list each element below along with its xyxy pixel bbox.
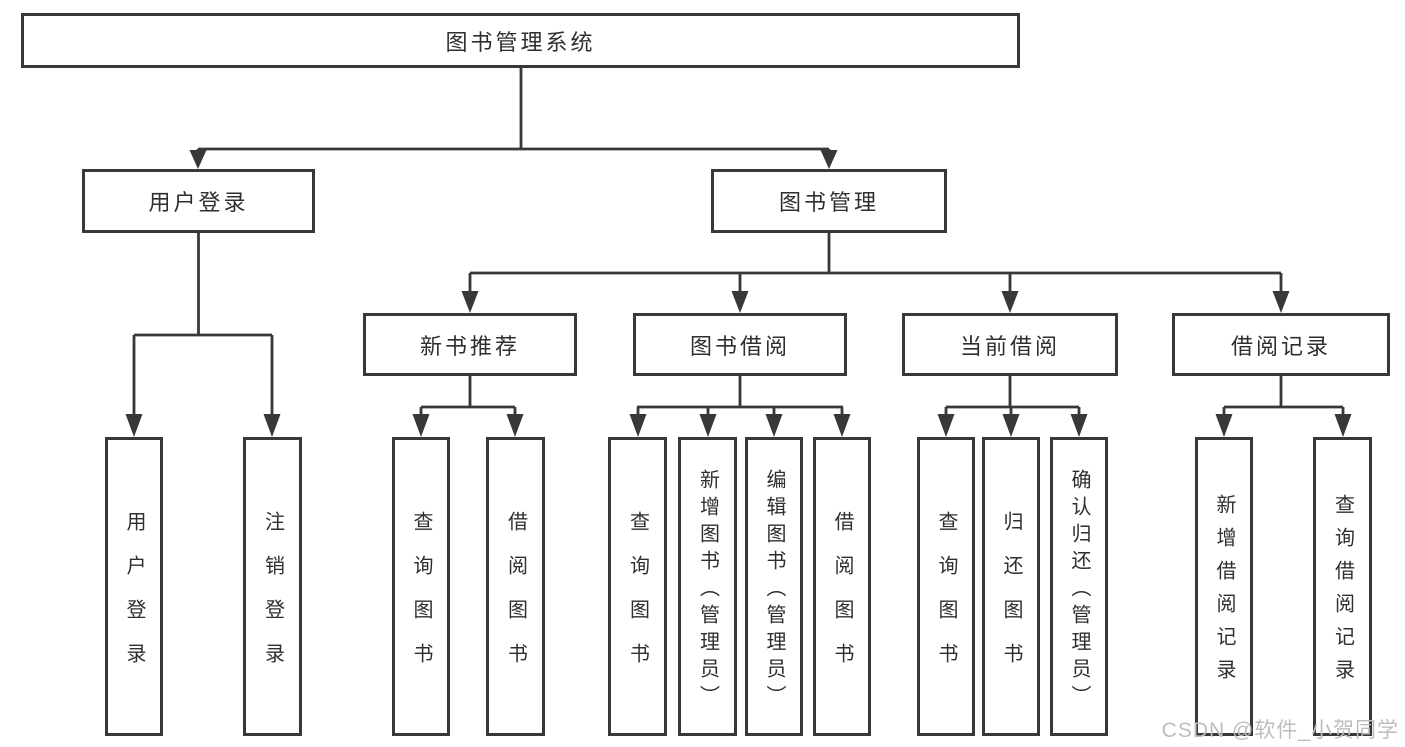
watermark: CSDN @软件_小贺同学	[1161, 719, 1399, 742]
arrowhead-icon	[506, 414, 524, 437]
leaf-label: 注销登录	[261, 510, 284, 687]
node-book-management: 图书管理	[711, 169, 947, 233]
leaf-borrow-books: 借阅图书	[813, 437, 871, 736]
leaf-borrow-books-recommend: 借阅图书	[486, 437, 545, 736]
node-new-book-recommend: 新书推荐	[363, 313, 577, 376]
arrowhead-icon	[1334, 414, 1352, 437]
leaf-label: 查询图书	[935, 510, 957, 687]
leaf-add-book-admin: 新增图书（管理员）	[678, 437, 737, 736]
node-label: 图书管理	[778, 190, 879, 215]
node-label: 图书借阅	[689, 333, 790, 359]
leaf-add-borrow-record: 新增借阅记录	[1195, 437, 1253, 736]
arrowhead-icon	[461, 291, 479, 313]
arrowhead-icon	[1070, 414, 1088, 437]
arrowhead-icon	[189, 150, 207, 169]
leaf-query-books-borrow: 查询图书	[608, 437, 667, 736]
connector-borrow-records-children	[1222, 376, 1345, 418]
leaf-label: 借阅图书	[831, 510, 853, 687]
leaf-label: 借阅图书	[504, 510, 527, 687]
arrowhead-icon	[629, 414, 647, 437]
node-label: 当前借阅	[959, 333, 1060, 359]
leaf-query-books-current: 查询图书	[917, 437, 975, 736]
arrowhead-icon	[937, 414, 955, 437]
arrowhead-icon	[820, 150, 838, 169]
connector-user-login-children	[132, 233, 274, 420]
leaf-label: 查询借阅记录	[1331, 494, 1354, 692]
connector-new-book-recommend-children	[419, 376, 517, 418]
node-label: 图书管理系统	[445, 29, 596, 55]
leaf-label: 用户登录	[123, 510, 145, 687]
arrowhead-icon	[412, 414, 430, 437]
leaf-query-books-recommend: 查询图书	[392, 437, 450, 736]
leaf-label: 确认归还（管理员）	[1068, 468, 1090, 712]
leaf-label: 查询图书	[410, 510, 432, 687]
arrowhead-icon	[1272, 291, 1290, 313]
node-book-borrow: 图书借阅	[633, 313, 847, 376]
arrowhead-icon	[765, 414, 783, 437]
leaf-confirm-return-admin: 确认归还（管理员）	[1050, 437, 1108, 736]
leaf-user-login: 用户登录	[105, 437, 163, 736]
connector-current-borrow-children	[944, 376, 1081, 418]
arrowheads	[125, 150, 1352, 437]
arrowhead-icon	[699, 414, 717, 437]
arrowhead-icon	[731, 291, 749, 313]
leaf-label: 新增图书（管理员）	[696, 468, 719, 712]
leaf-logout: 注销登录	[243, 437, 302, 736]
connector-book-management-children	[468, 233, 1283, 295]
connector-root-to-level2	[196, 67, 831, 154]
node-root: 图书管理系统	[21, 13, 1020, 68]
leaf-query-borrow-record: 查询借阅记录	[1313, 437, 1372, 736]
arrowhead-icon	[1215, 414, 1233, 437]
node-borrow-records: 借阅记录	[1172, 313, 1390, 376]
connector-book-borrow-children	[636, 376, 844, 418]
leaf-return-books: 归还图书	[982, 437, 1040, 736]
leaf-label: 查询图书	[626, 510, 649, 687]
node-current-borrow: 当前借阅	[902, 313, 1118, 376]
leaf-label: 新增借阅记录	[1213, 494, 1235, 692]
arrowhead-icon	[1002, 414, 1020, 437]
arrowhead-icon	[263, 414, 281, 437]
node-user-login: 用户登录	[82, 169, 315, 233]
arrowhead-icon	[833, 414, 851, 437]
node-label: 新书推荐	[419, 333, 520, 359]
leaf-edit-book-admin: 编辑图书（管理员）	[745, 437, 803, 736]
leaf-label: 归还图书	[1000, 510, 1022, 687]
node-label: 借阅记录	[1230, 333, 1331, 359]
arrowhead-icon	[125, 414, 143, 437]
leaf-label: 编辑图书（管理员）	[763, 468, 785, 712]
node-label: 用户登录	[148, 190, 249, 215]
arrowhead-icon	[1001, 291, 1019, 313]
